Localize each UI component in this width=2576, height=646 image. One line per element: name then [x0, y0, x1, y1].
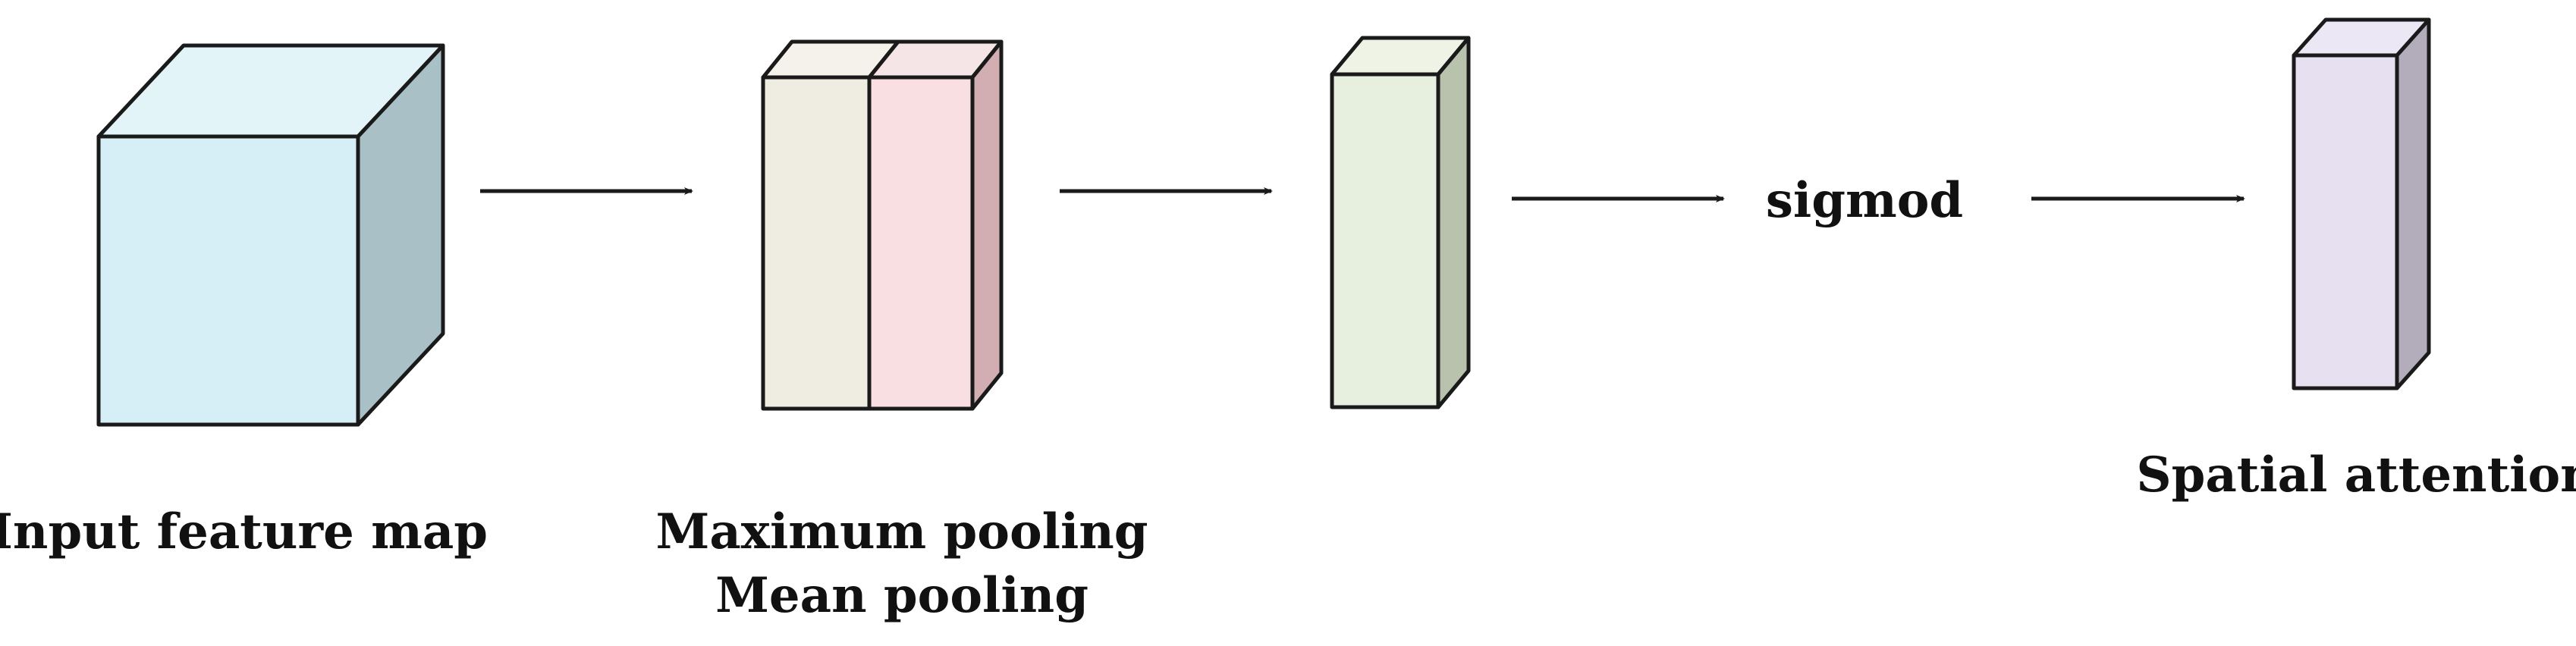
input-feature-map-label: Input feature map [0, 503, 488, 560]
input-feature-map-cube [96, 43, 445, 427]
conv-block-side [1436, 36, 1471, 409]
mean-pooling-block-front [867, 75, 975, 411]
mean-pooling-label: Mean pooling [715, 567, 1089, 624]
max-pooling-block-front [761, 75, 872, 411]
sigmoid-label: sigmod [1766, 172, 1963, 229]
mean-pooling-block-side [970, 39, 1004, 411]
maximum-pooling-label: Maximum pooling [655, 503, 1148, 560]
pooling-blocks [761, 39, 1004, 411]
conv-block-front [1330, 72, 1440, 409]
spatial-attention-label: Spatial attention [2136, 447, 2576, 503]
attention-block-front [2292, 53, 2399, 390]
input-cube-front [96, 134, 360, 427]
spatial-attention-block [2292, 17, 2431, 390]
conv-feature-block [1330, 36, 1471, 409]
attention-block-side [2395, 17, 2431, 390]
